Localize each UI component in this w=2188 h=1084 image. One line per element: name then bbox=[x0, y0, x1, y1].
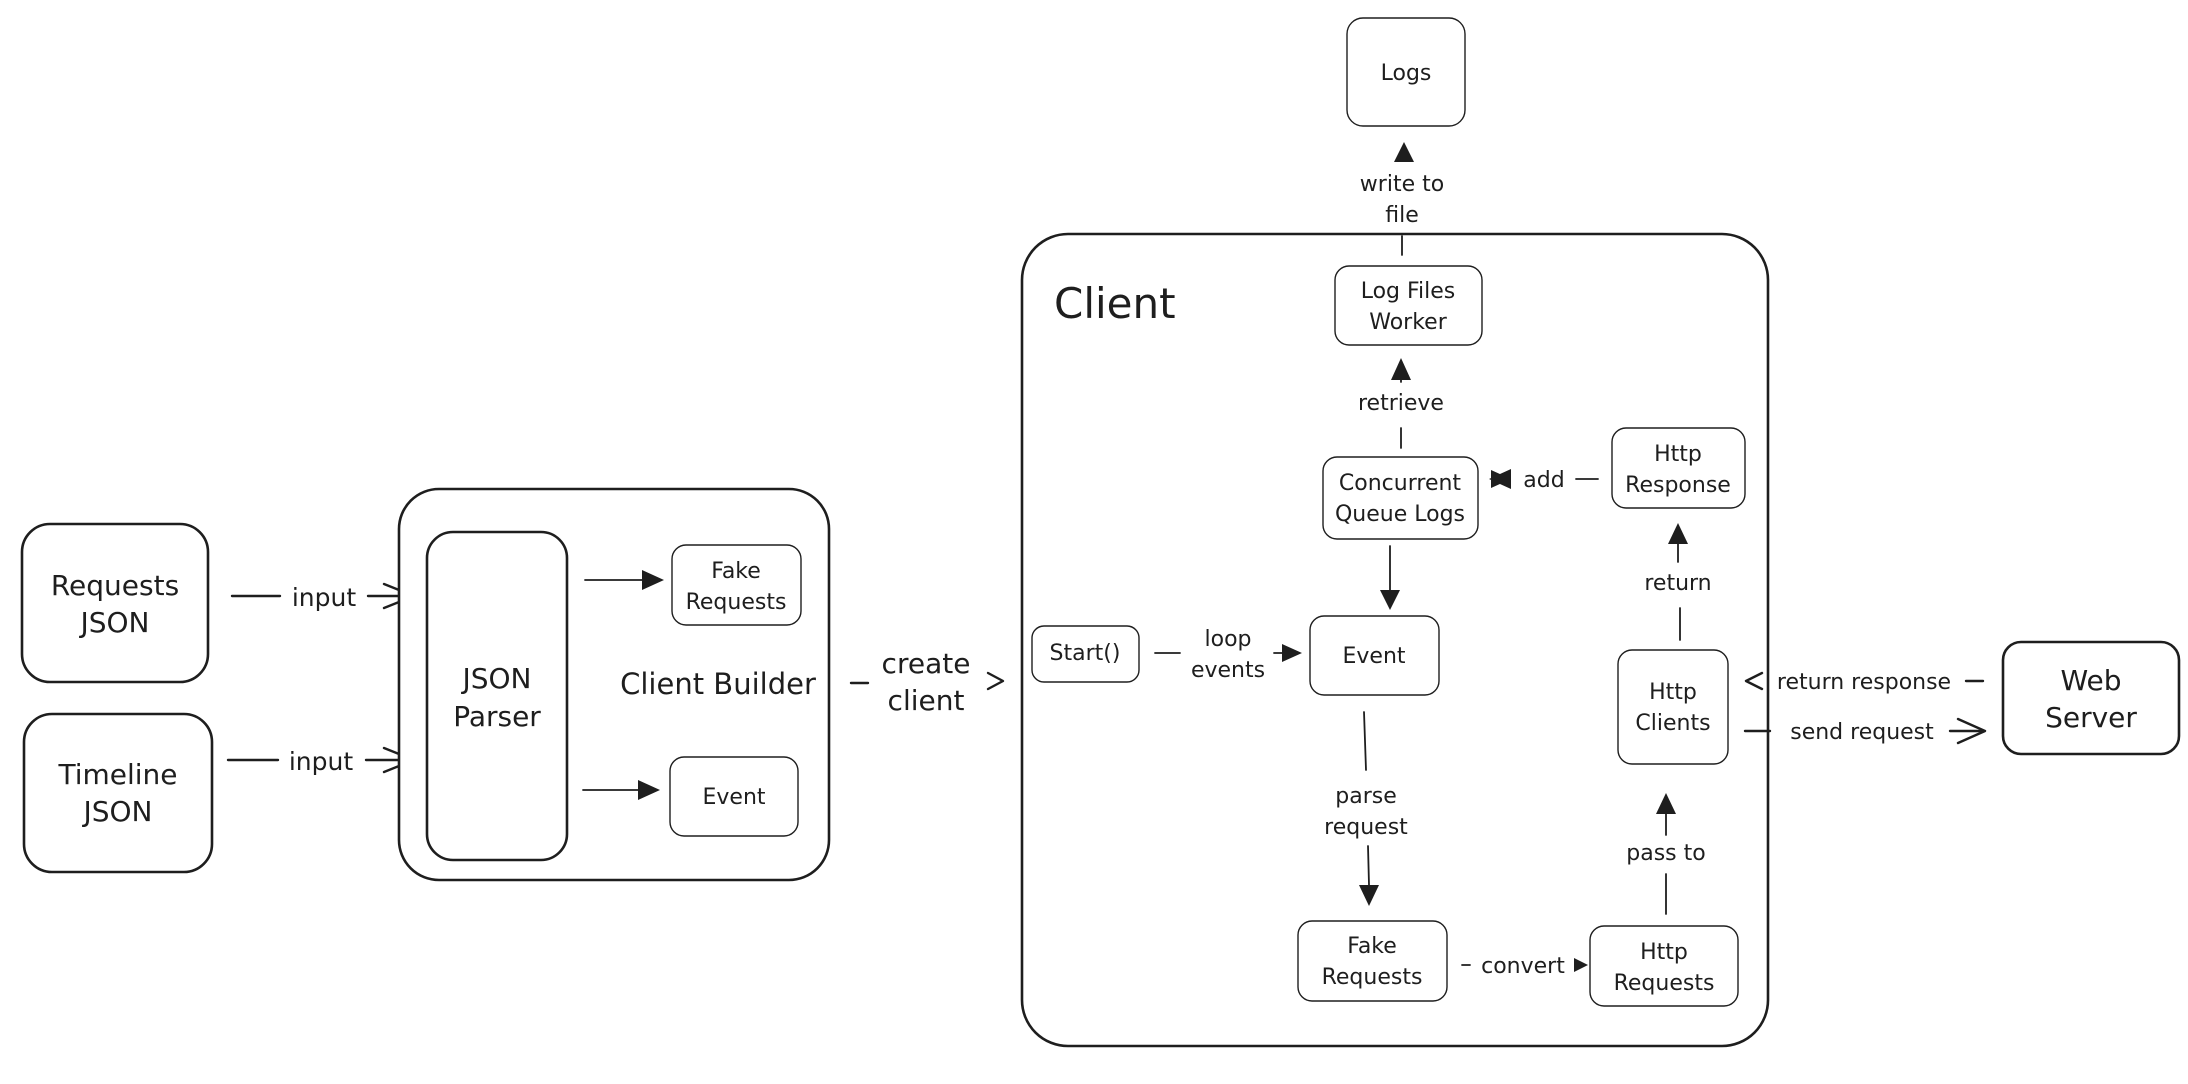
start-label: Start() bbox=[1050, 641, 1121, 666]
client-event-label: Event bbox=[1342, 644, 1405, 669]
logs-label: Logs bbox=[1381, 61, 1432, 86]
concurrent-queue-logs-line2: Queue Logs bbox=[1335, 502, 1465, 527]
edge-label-pass-to: pass to bbox=[1626, 841, 1705, 866]
concurrent-queue-logs-line1: Concurrent bbox=[1339, 471, 1462, 496]
edge-label-send-request: send request bbox=[1790, 720, 1934, 745]
edge-send-request: send request bbox=[1743, 717, 1987, 745]
log-files-worker-node: Log Files Worker bbox=[1334, 265, 1483, 346]
edge-loop-events: loop events bbox=[1154, 627, 1302, 683]
http-requests-line2: Requests bbox=[1614, 971, 1715, 996]
http-requests-line1: Http bbox=[1640, 940, 1688, 965]
cb-fake-requests-line1: Fake bbox=[711, 559, 761, 584]
edge-label-convert: convert bbox=[1481, 954, 1565, 979]
cb-event-node: Event bbox=[669, 756, 799, 837]
edge-parse-request: parse request bbox=[1324, 711, 1408, 906]
edge-label-create-client-line1: create bbox=[882, 647, 971, 680]
edge-input-requests: input bbox=[230, 582, 416, 612]
edge-add: add bbox=[1489, 468, 1599, 493]
client-fake-requests-line1: Fake bbox=[1347, 934, 1397, 959]
edge-parser-to-fake-requests bbox=[584, 570, 664, 590]
edge-return: return bbox=[1644, 523, 1712, 641]
start-node: Start() bbox=[1031, 625, 1140, 683]
edge-write-to-file: write to file bbox=[1360, 142, 1444, 256]
logs-node: Logs bbox=[1346, 17, 1466, 127]
edge-label-parse-request-line2: request bbox=[1324, 815, 1408, 840]
edge-label-loop-events-line2: events bbox=[1191, 658, 1265, 683]
http-requests-node: Http Requests bbox=[1589, 925, 1739, 1007]
json-parser-node: JSON Parser bbox=[425, 530, 569, 862]
edge-label-retrieve: retrieve bbox=[1358, 391, 1444, 416]
edge-queue-to-event bbox=[1380, 545, 1400, 610]
http-response-line1: Http bbox=[1654, 442, 1702, 467]
http-response-node: Http Response bbox=[1611, 427, 1746, 509]
client-title: Client bbox=[1054, 279, 1176, 328]
edge-create-client: create client bbox=[849, 647, 1005, 717]
log-files-worker-line2: Worker bbox=[1369, 310, 1447, 335]
edge-label-parse-request-line1: parse bbox=[1335, 784, 1397, 809]
log-files-worker-line1: Log Files bbox=[1361, 279, 1456, 304]
edge-convert: convert bbox=[1461, 954, 1588, 979]
json-parser-label-line2: Parser bbox=[453, 700, 541, 733]
cb-fake-requests-node: Fake Requests bbox=[671, 544, 802, 626]
edge-parser-to-event bbox=[582, 780, 660, 800]
edge-label-write-to-file-line2: file bbox=[1385, 203, 1419, 228]
edge-label-input-requests: input bbox=[292, 583, 357, 612]
client-fake-requests-line2: Requests bbox=[1322, 965, 1423, 990]
cb-event-label: Event bbox=[702, 785, 765, 810]
edge-label-write-to-file-line1: write to bbox=[1360, 172, 1444, 197]
edge-label-add: add bbox=[1523, 468, 1564, 493]
web-server-line1: Web bbox=[2060, 664, 2121, 697]
edge-label-input-timeline: input bbox=[289, 747, 354, 776]
timeline-json-label-line2: JSON bbox=[81, 795, 152, 828]
json-parser-label-line1: JSON bbox=[460, 662, 531, 695]
edge-label-create-client-line2: client bbox=[888, 684, 965, 717]
timeline-json-label-line1: Timeline bbox=[57, 758, 177, 791]
client-fake-requests-node: Fake Requests bbox=[1297, 920, 1448, 1002]
edge-label-return: return bbox=[1644, 571, 1711, 596]
requests-json-label-line1: Requests bbox=[51, 569, 179, 602]
http-clients-line2: Clients bbox=[1635, 711, 1710, 736]
http-clients-line1: Http bbox=[1649, 680, 1697, 705]
web-server-line2: Server bbox=[2045, 701, 2137, 734]
cb-fake-requests-line2: Requests bbox=[686, 590, 787, 615]
http-clients-node: Http Clients bbox=[1617, 649, 1729, 765]
concurrent-queue-logs-node: Concurrent Queue Logs bbox=[1322, 456, 1479, 540]
client-event-node: Event bbox=[1309, 615, 1440, 696]
requests-json-label-line2: JSON bbox=[78, 606, 149, 639]
requests-json-node: Requests JSON bbox=[20, 522, 210, 684]
edge-return-response: return response bbox=[1744, 670, 1985, 695]
edge-label-loop-events-line1: loop bbox=[1205, 627, 1252, 652]
timeline-json-node: Timeline JSON bbox=[22, 712, 214, 874]
web-server-node: Web Server bbox=[2001, 640, 2181, 756]
edge-label-return-response: return response bbox=[1777, 670, 1951, 695]
http-response-line2: Response bbox=[1625, 473, 1731, 498]
edge-input-timeline: input bbox=[226, 746, 416, 776]
edge-pass-to: pass to bbox=[1626, 793, 1706, 915]
edge-retrieve: retrieve bbox=[1358, 358, 1444, 449]
client-builder-title: Client Builder bbox=[620, 667, 816, 701]
